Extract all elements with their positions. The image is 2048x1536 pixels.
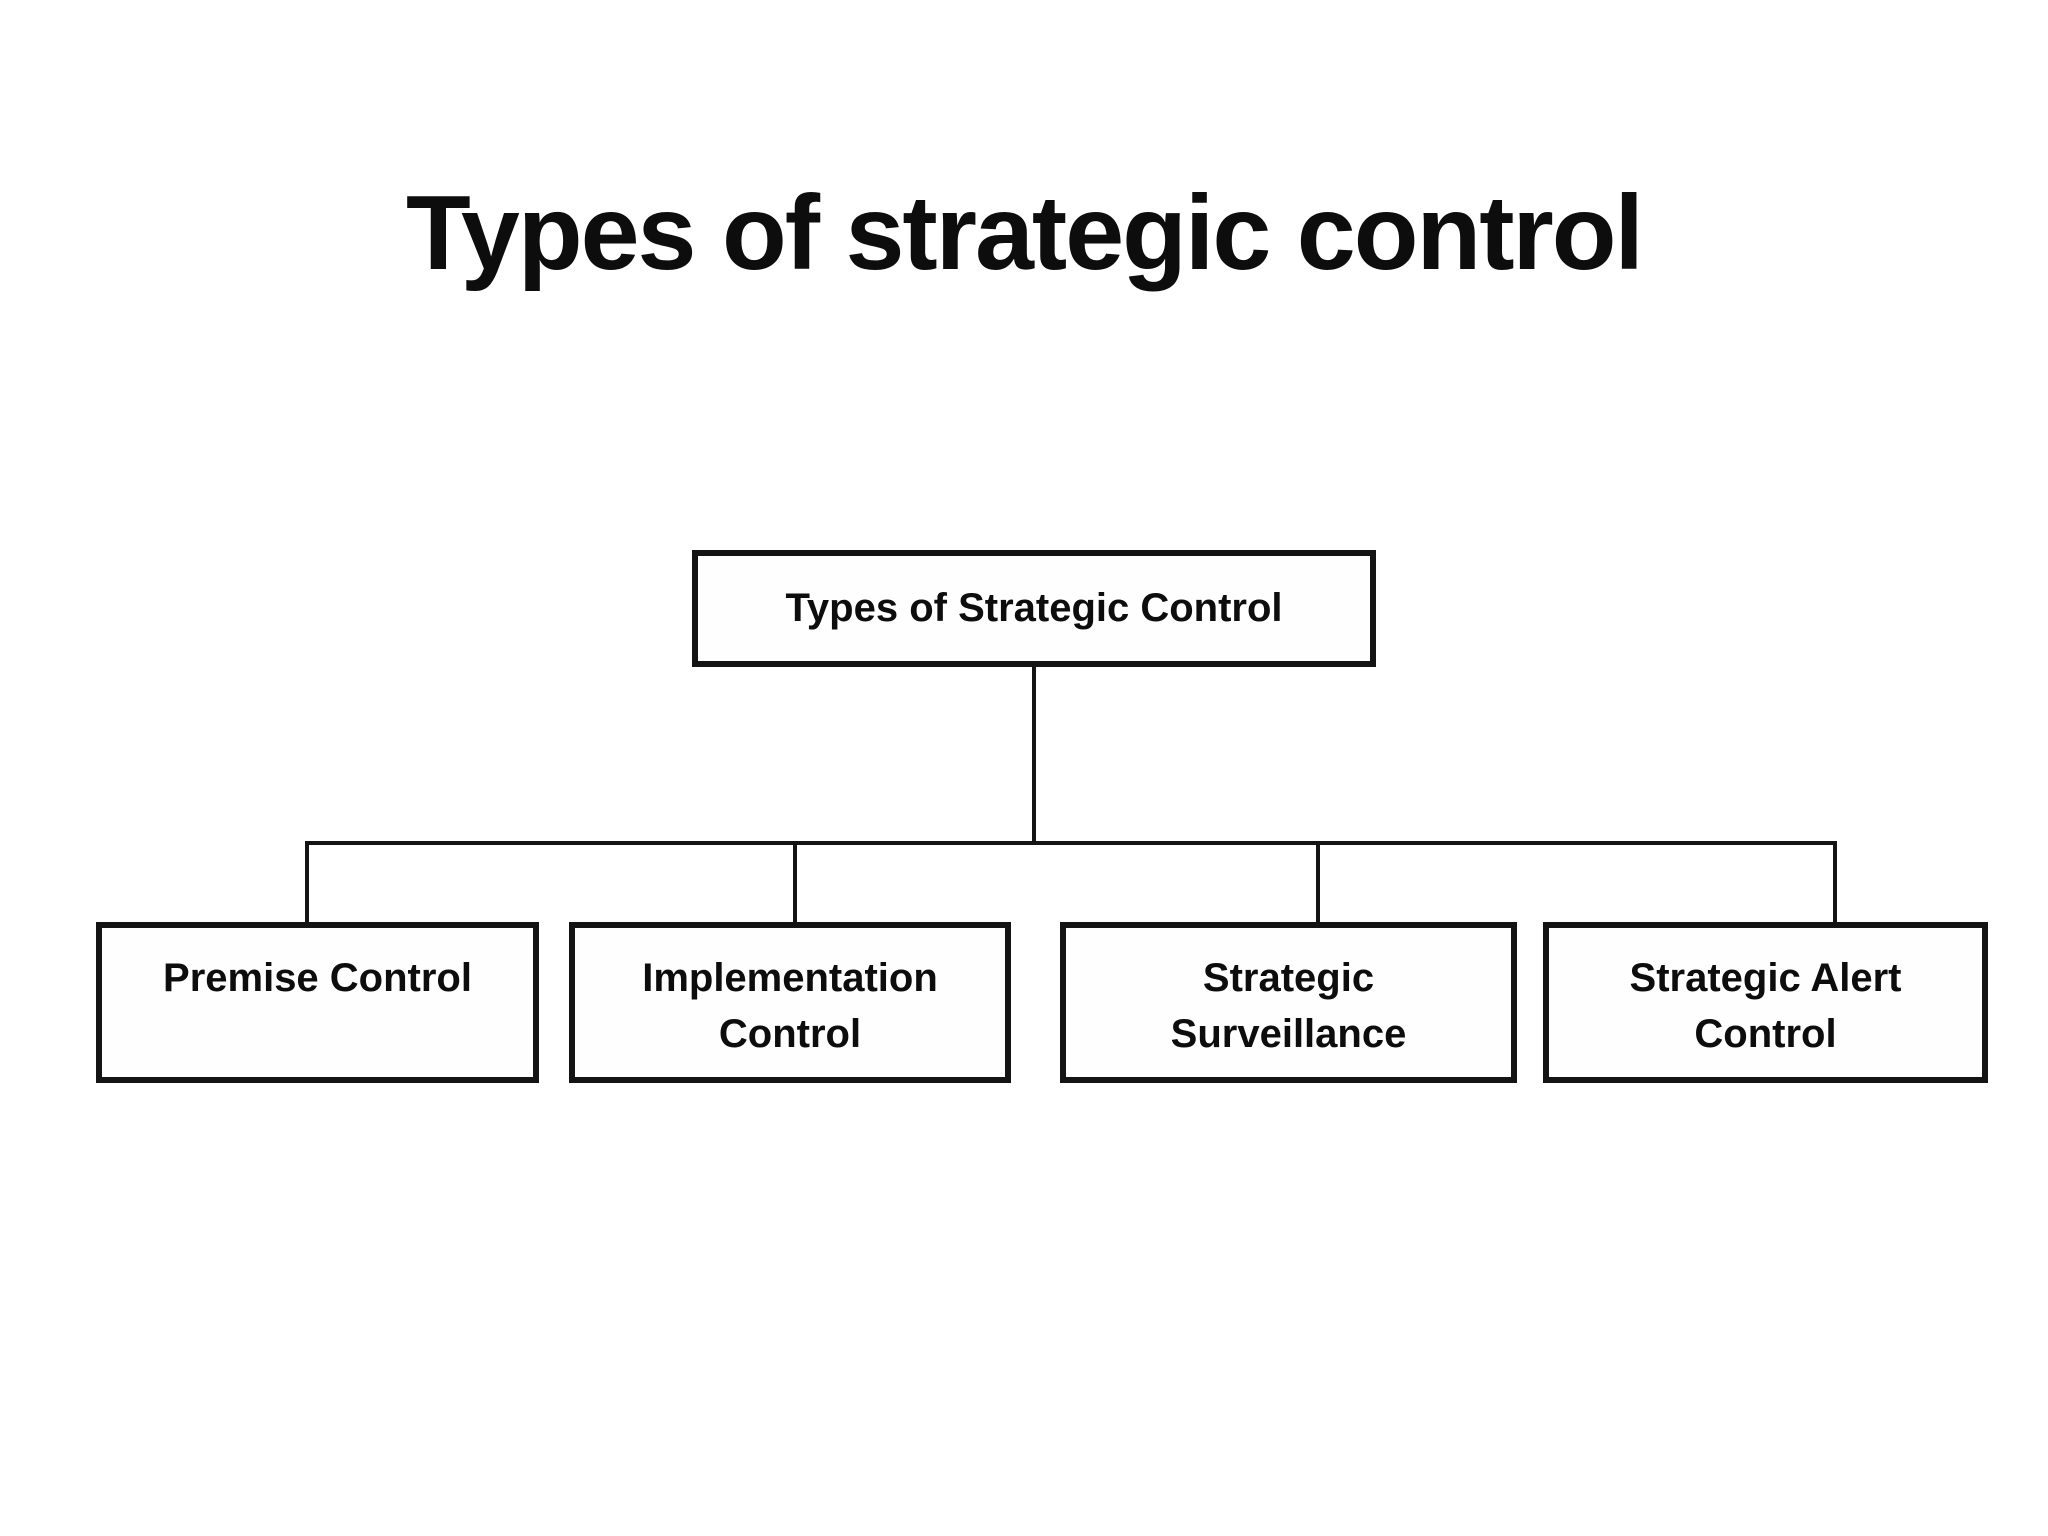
node-strategic-alert-control: Strategic Alert Control [1543, 922, 1988, 1083]
node-label-line: Implementation [642, 956, 938, 1000]
node-strategic-surveillance: Strategic Surveillance [1060, 922, 1517, 1083]
node-label-line: Premise Control [163, 956, 472, 1000]
node-label-line: Strategic Alert [1629, 956, 1902, 1000]
node-premise-control: Premise Control [96, 922, 539, 1083]
page-title: Types of strategic control [406, 174, 1644, 292]
connector-path [305, 667, 1837, 924]
node-label-line: Strategic [1202, 956, 1375, 1000]
node-label: Types of Strategic Control [785, 586, 1283, 630]
node-types-of-strategic-control: Types of Strategic Control [692, 550, 1376, 667]
node-implementation-control: Implementation Control [569, 922, 1011, 1083]
node-label-line: Control [1694, 1012, 1837, 1056]
node-label-line: Control [718, 1012, 862, 1056]
node-label-line: Surveillance [1170, 1012, 1407, 1056]
